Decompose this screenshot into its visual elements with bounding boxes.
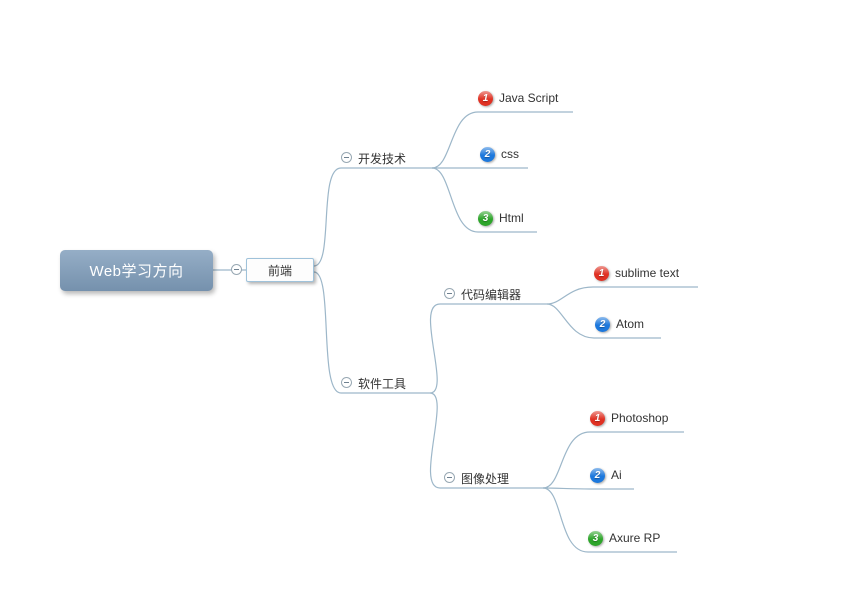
collapse-icon-dev-tech[interactable] (341, 152, 352, 163)
collapse-icon-code-editor[interactable] (444, 288, 455, 299)
collapse-icon-image-processing[interactable] (444, 472, 455, 483)
priority-3-icon: 3 (588, 530, 603, 546)
collapse-icon-software-tools[interactable] (341, 377, 352, 388)
leaf-css-label: css (501, 147, 519, 161)
leaf-atom-label: Atom (616, 317, 645, 331)
priority-1-icon: 1 (590, 410, 605, 426)
root-node-web-learning[interactable]: Web学习方向 (60, 250, 213, 291)
leaf-html-label: Html (499, 211, 524, 225)
connector-imageproc-axure (542, 487, 677, 553)
leaf-html[interactable]: 3 Html (478, 210, 524, 226)
leaf-ai[interactable]: 2 Ai (590, 467, 622, 483)
leaf-atom[interactable]: 2 Atom (595, 316, 644, 332)
connector-imageproc-photoshop (542, 431, 684, 489)
frontend-node-label: 前端 (267, 263, 292, 278)
connector-devtech-javascript (431, 111, 573, 169)
priority-1-icon: 1 (594, 265, 609, 281)
collapse-icon-frontend[interactable] (231, 264, 242, 275)
leaf-ai-label: Ai (611, 468, 622, 482)
topic-code-editor[interactable]: 代码编辑器 (461, 288, 522, 302)
connector-tools-imageproc (429, 392, 543, 489)
priority-3-icon: 3 (478, 210, 493, 226)
leaf-sublime-text[interactable]: 1 sublime text (594, 265, 679, 281)
connector-frontend-tools (313, 271, 430, 394)
leaf-javascript-label: Java Script (499, 91, 559, 105)
priority-1-icon: 1 (478, 90, 493, 106)
leaf-photoshop-label: Photoshop (611, 411, 669, 425)
connector-codeeditor-atom (546, 303, 661, 339)
root-node-label: Web学习方向 (89, 263, 184, 280)
topic-dev-tech[interactable]: 开发技术 (358, 152, 407, 166)
frontend-node[interactable]: 前端 (246, 258, 314, 282)
leaf-css[interactable]: 2 css (480, 146, 519, 162)
topic-image-processing[interactable]: 图像处理 (461, 472, 510, 486)
leaf-axure-rp-label: Axure RP (609, 531, 661, 545)
leaf-axure-rp[interactable]: 3 Axure RP (588, 530, 660, 546)
connector-devtech-html (431, 167, 537, 233)
priority-2-icon: 2 (590, 467, 605, 483)
priority-2-icon: 2 (480, 146, 495, 162)
priority-2-icon: 2 (595, 316, 610, 332)
connector-frontend-devtech (313, 167, 432, 267)
connector-codeeditor-sublime (546, 286, 698, 305)
connector-tools-codeeditor (429, 303, 547, 394)
leaf-sublime-text-label: sublime text (615, 266, 680, 280)
leaf-javascript[interactable]: 1 Java Script (478, 90, 558, 106)
connector-imageproc-ai (542, 487, 634, 490)
leaf-photoshop[interactable]: 1 Photoshop (590, 410, 668, 426)
topic-software-tools[interactable]: 软件工具 (358, 377, 407, 391)
